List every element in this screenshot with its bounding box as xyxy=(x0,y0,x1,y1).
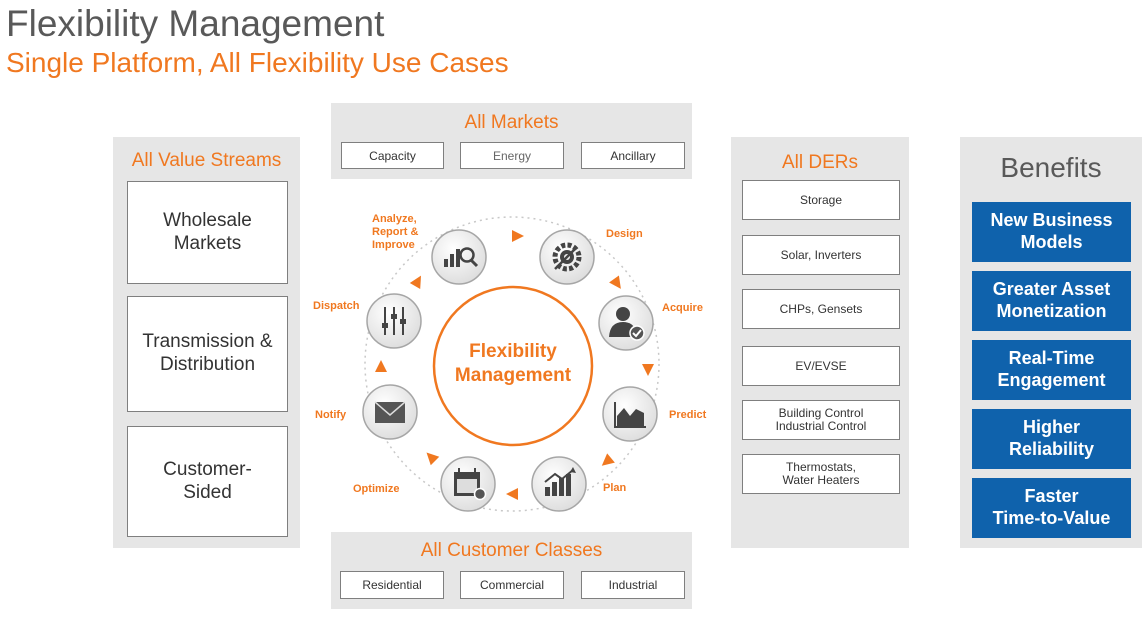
benefit-new-business-models: New Business Models xyxy=(972,202,1131,262)
sliders-icon xyxy=(366,293,422,349)
stage-label-analyze: Analyze, Report & Improve xyxy=(372,213,419,252)
report-chart-icon xyxy=(431,229,487,285)
customer-class-industrial: Industrial xyxy=(581,571,685,599)
arrow-icon xyxy=(426,452,440,466)
value-stream-customer-sided: Customer- Sided xyxy=(127,426,288,537)
page-subtitle: Single Platform, All Flexibility Use Cas… xyxy=(6,47,509,78)
stage-label-design: Design xyxy=(606,228,643,240)
page-title: Flexibility Management xyxy=(6,3,385,44)
area-chart-icon xyxy=(602,386,658,442)
stage-label-dispatch: Dispatch xyxy=(313,300,360,312)
stage-label-plan: Plan xyxy=(603,482,627,494)
stage-label-predict: Predict xyxy=(669,409,707,421)
benefits-title: Benefits xyxy=(1000,152,1102,183)
stage-label-notify: Notify xyxy=(315,409,347,421)
gear-tools-icon xyxy=(539,229,595,285)
center-label: Flexibility Management xyxy=(454,341,572,386)
customer-class-commercial: Commercial xyxy=(460,571,564,599)
der-building-control: Building Control Industrial Control xyxy=(742,400,900,440)
value-stream-label: Transmission & Distribution xyxy=(142,331,273,375)
envelope-icon xyxy=(362,384,418,440)
markets-panel: All Markets Capacity Energy Ancillary xyxy=(331,103,692,179)
arrow-icon xyxy=(601,453,615,466)
benefit-label: New Business Models xyxy=(990,210,1113,252)
arrow-icon xyxy=(512,230,524,242)
customer-classes-panel: All Customer Classes Residential Commerc… xyxy=(331,532,692,609)
customer-class-residential: Residential xyxy=(340,571,444,599)
der-storage: Storage xyxy=(742,180,900,220)
der-solar-inverters: Solar, Inverters xyxy=(742,235,900,275)
markets-title: All Markets xyxy=(464,112,559,133)
arrow-icon xyxy=(609,275,621,289)
arrow-icon xyxy=(375,360,387,372)
value-streams-title: All Value Streams xyxy=(131,150,282,171)
benefit-asset-monetization: Greater Asset Monetization xyxy=(972,271,1131,331)
der-label: Storage xyxy=(799,193,843,207)
benefit-faster-time-to-value: Faster Time-to-Value xyxy=(972,478,1131,538)
ders-title: All DERs xyxy=(781,152,858,173)
der-thermostats: Thermostats, Water Heaters xyxy=(742,454,900,494)
arrow-icon xyxy=(506,488,518,500)
person-check-icon xyxy=(598,295,654,351)
value-stream-transmission: Transmission & Distribution xyxy=(127,296,288,412)
benefit-higher-reliability: Higher Reliability xyxy=(972,409,1131,469)
benefit-label: Greater Asset Monetization xyxy=(992,279,1111,321)
der-label: Building Control Industrial Control xyxy=(775,405,867,433)
der-label: Thermostats, Water Heaters xyxy=(782,459,860,487)
benefit-label: Faster Time-to-Value xyxy=(992,486,1111,528)
der-label: CHPs, Gensets xyxy=(779,302,863,316)
customer-classes-title: All Customer Classes xyxy=(420,540,603,561)
market-energy: Energy xyxy=(460,142,564,169)
value-stream-label: Customer- Sided xyxy=(163,458,252,503)
value-stream-wholesale: Wholesale Markets xyxy=(127,181,288,284)
benefit-label: Real-Time Engagement xyxy=(997,348,1106,390)
stage-label-acquire: Acquire xyxy=(662,302,703,314)
ders-panel: All DERs Storage Solar, Inverters CHPs, … xyxy=(731,137,909,548)
benefit-real-time-engagement: Real-Time Engagement xyxy=(972,340,1131,400)
der-chps-gensets: CHPs, Gensets xyxy=(742,289,900,329)
der-label: EV/EVSE xyxy=(795,359,847,373)
rising-bars-icon xyxy=(531,456,587,512)
arrow-icon xyxy=(642,364,654,376)
calendar-icon xyxy=(440,456,496,512)
stage-label-optimize: Optimize xyxy=(353,483,400,495)
value-streams-panel: All Value Streams Wholesale Markets Tran… xyxy=(113,137,300,548)
der-ev-evse: EV/EVSE xyxy=(742,346,900,386)
arrow-icon xyxy=(409,275,421,289)
der-label: Solar, Inverters xyxy=(780,248,862,262)
benefit-label: Higher Reliability xyxy=(1008,417,1095,459)
value-stream-label: Wholesale Markets xyxy=(163,209,252,254)
dashed-cycle-ring xyxy=(364,216,660,512)
benefits-panel: Benefits New Business Models Greater Ass… xyxy=(960,137,1142,548)
market-capacity: Capacity xyxy=(341,142,444,169)
center-circle xyxy=(432,285,594,447)
market-ancillary: Ancillary xyxy=(581,142,685,169)
